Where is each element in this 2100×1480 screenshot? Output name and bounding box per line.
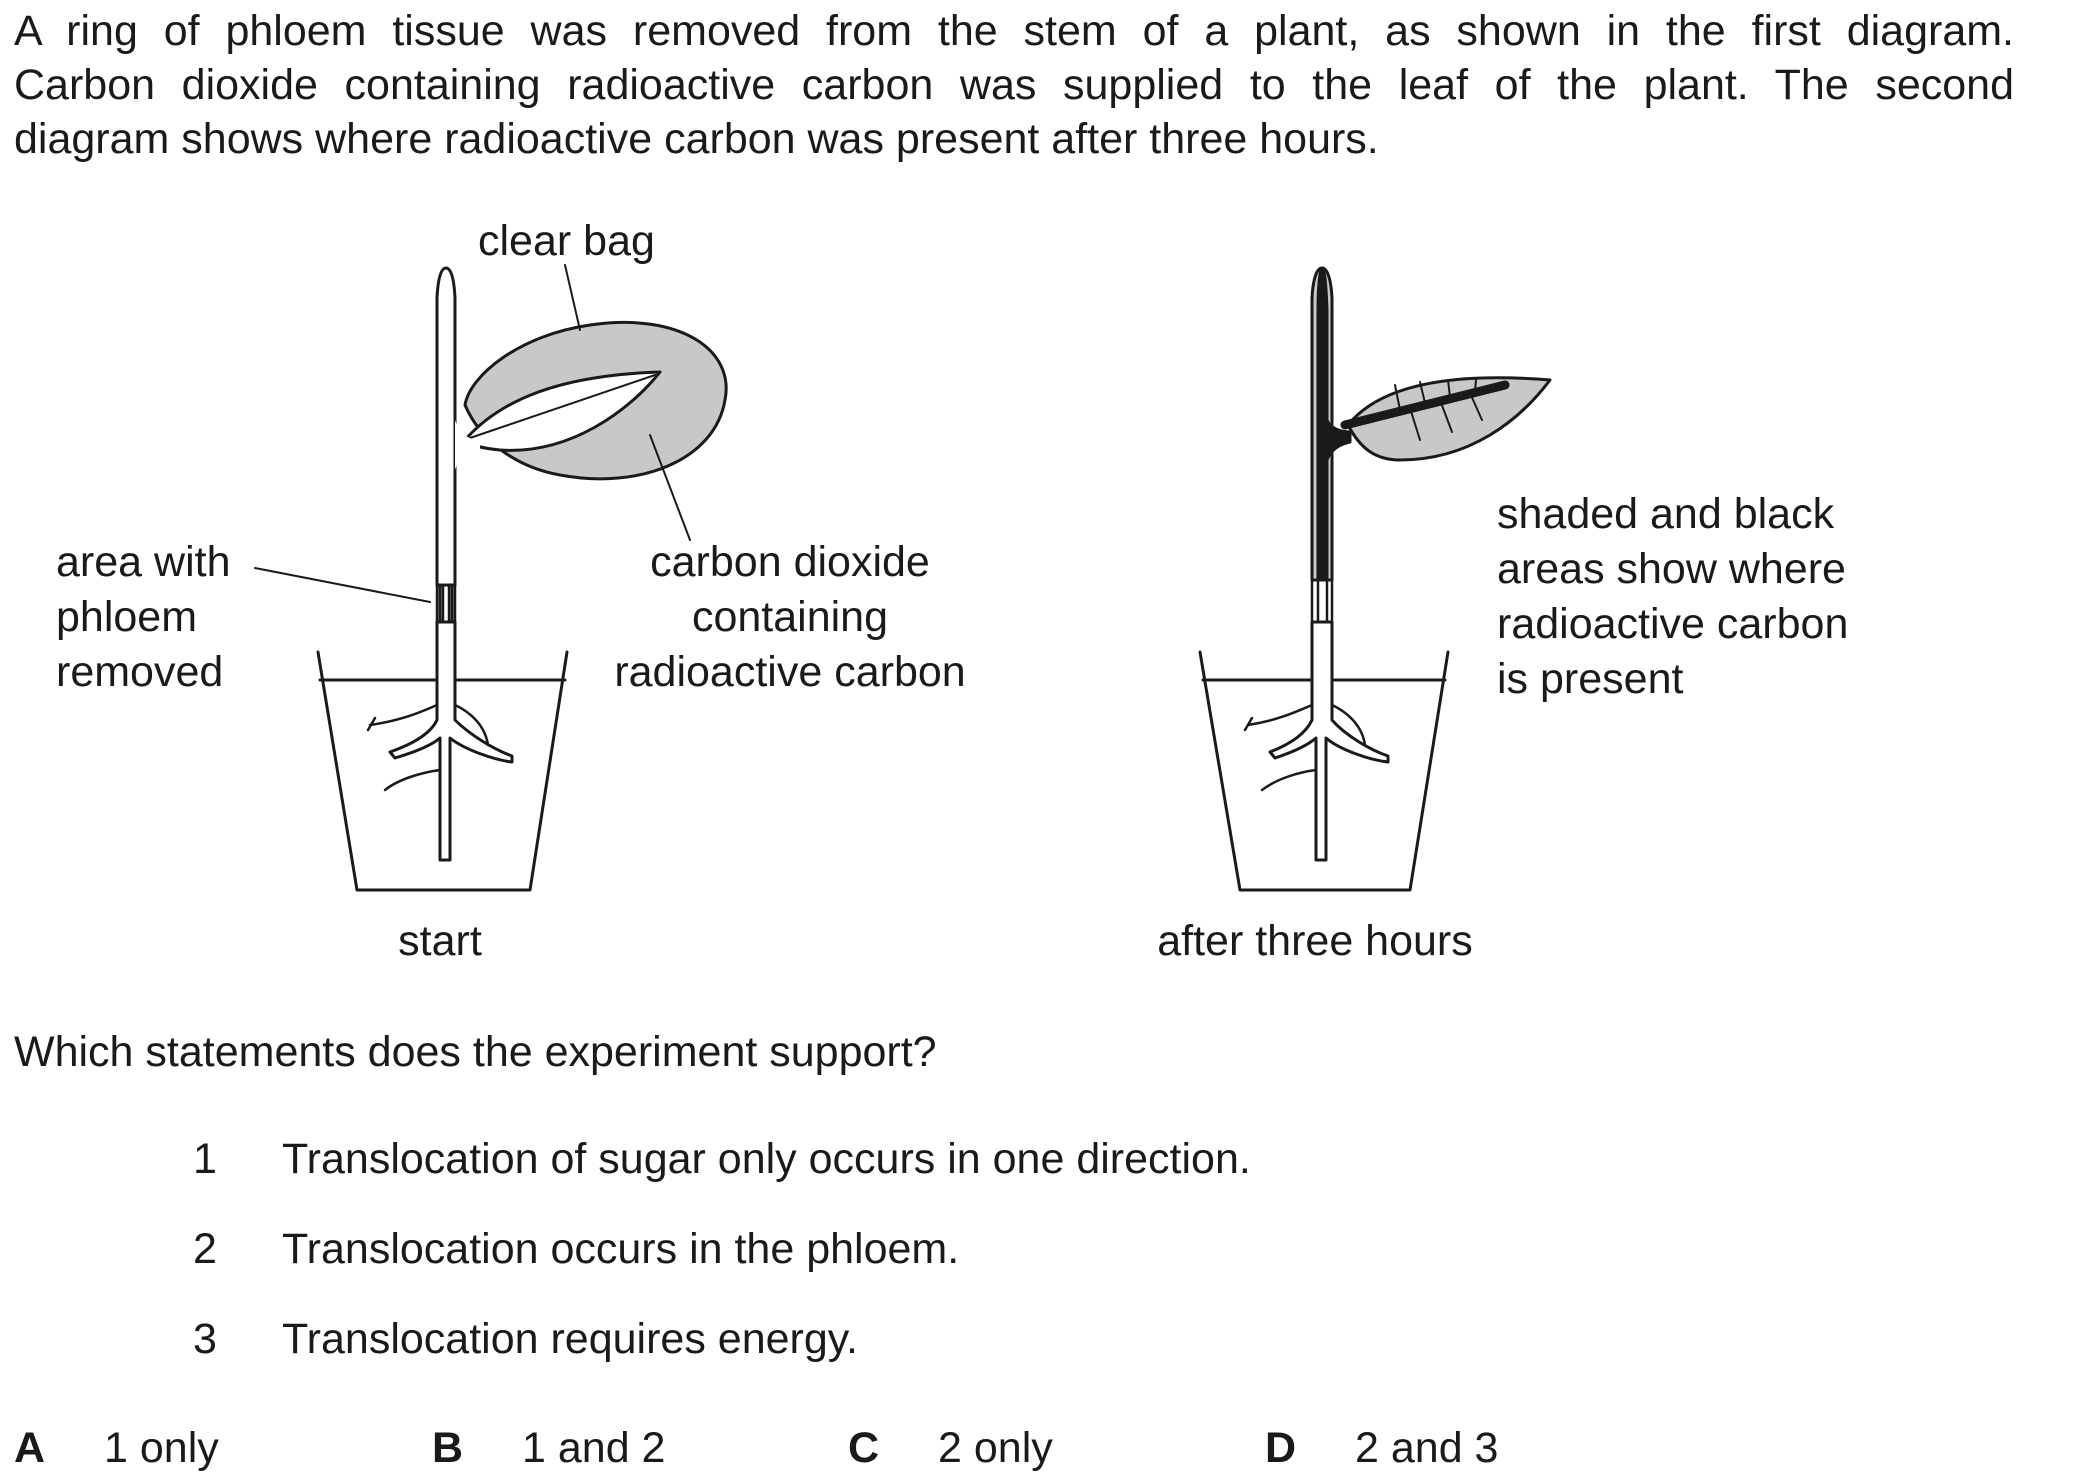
caption-after-three-hours: after three hours [1157, 917, 1473, 965]
label-shaded-1: shaded and black [1497, 490, 1835, 538]
option-b[interactable]: B 1 and 2 [432, 1424, 665, 1473]
after-plant-stem [1243, 266, 1390, 862]
caption-start: start [398, 917, 482, 965]
start-leaf-pointer-lines [254, 264, 691, 603]
after-leaf [1340, 376, 1552, 462]
statement-text: Translocation of sugar only occurs in on… [282, 1135, 1251, 1183]
option-letter: B [432, 1424, 464, 1472]
label-shaded-4: is present [1497, 655, 1684, 703]
start-bag [463, 320, 728, 481]
statement-text: Translocation requires energy. [282, 1315, 859, 1363]
question-text: Which statements does the experiment sup… [14, 1028, 937, 1076]
option-letter: C [848, 1424, 880, 1472]
label-area-phloem-removed-1: area with [56, 538, 231, 586]
option-letter: D [1265, 1424, 1297, 1472]
statement-number: 3 [193, 1315, 217, 1363]
intro-line-1: A ring of phloem tissue was removed from… [14, 7, 2014, 55]
option-d[interactable]: D 2 and 3 [1265, 1424, 1498, 1473]
label-shaded-2: areas show where [1497, 545, 1846, 593]
statement-number: 1 [193, 1135, 217, 1183]
statement-text: Translocation occurs in the phloem. [282, 1225, 960, 1273]
statement-number: 2 [193, 1225, 217, 1273]
label-clear-bag: clear bag [478, 217, 655, 265]
intro-paragraph: A ring of phloem tissue was removed from… [14, 4, 2014, 166]
option-text: 1 only [104, 1424, 219, 1472]
start-plant-stem [366, 266, 514, 862]
label-co2-3: radioactive carbon [614, 648, 966, 696]
label-area-phloem-removed-3: removed [56, 648, 224, 696]
intro-line-2: Carbon dioxide containing radioactive ca… [14, 61, 2014, 109]
label-co2-2: containing [691, 593, 889, 641]
option-c[interactable]: C 2 only [848, 1424, 1053, 1473]
label-co2-1: carbon dioxide [650, 538, 930, 586]
option-text: 1 and 2 [522, 1424, 666, 1472]
intro-line-3: diagram shows where radioactive carbon w… [14, 115, 1379, 163]
label-area-phloem-removed-2: phloem [56, 593, 198, 641]
option-text: 2 and 3 [1355, 1424, 1499, 1472]
label-shaded-3: radioactive carbon [1497, 600, 1849, 648]
option-text: 2 only [938, 1424, 1053, 1472]
option-letter: A [14, 1424, 46, 1472]
option-a[interactable]: A 1 only [14, 1424, 219, 1473]
